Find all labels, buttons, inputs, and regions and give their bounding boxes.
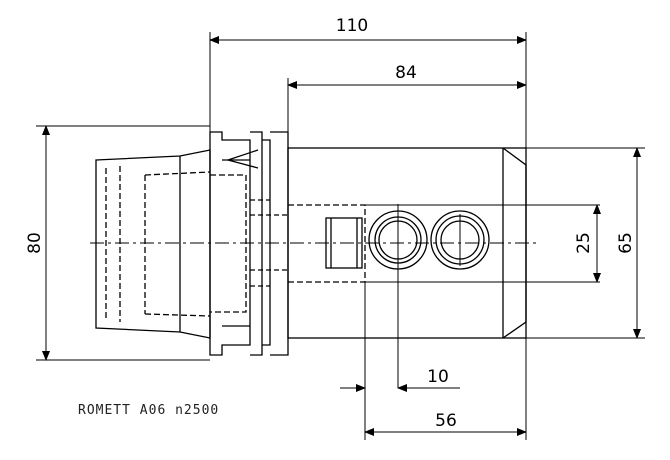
dim-label-56: 56 — [435, 411, 457, 431]
model-caption: ROMETT A06 n2500 — [78, 403, 219, 418]
dim-label-25: 25 — [574, 232, 594, 254]
main-body — [287, 147, 600, 339]
spigot — [325, 217, 363, 269]
extension-lines — [36, 32, 645, 440]
port-left — [368, 204, 428, 388]
dim-label-84: 84 — [395, 63, 417, 83]
dim-label-80: 80 — [25, 232, 45, 254]
dim-label-65: 65 — [616, 232, 636, 254]
dim-label-10: 10 — [427, 367, 449, 387]
holder-flange — [95, 149, 247, 339]
port-right — [430, 210, 490, 270]
dim-label-110: 110 — [336, 16, 368, 36]
